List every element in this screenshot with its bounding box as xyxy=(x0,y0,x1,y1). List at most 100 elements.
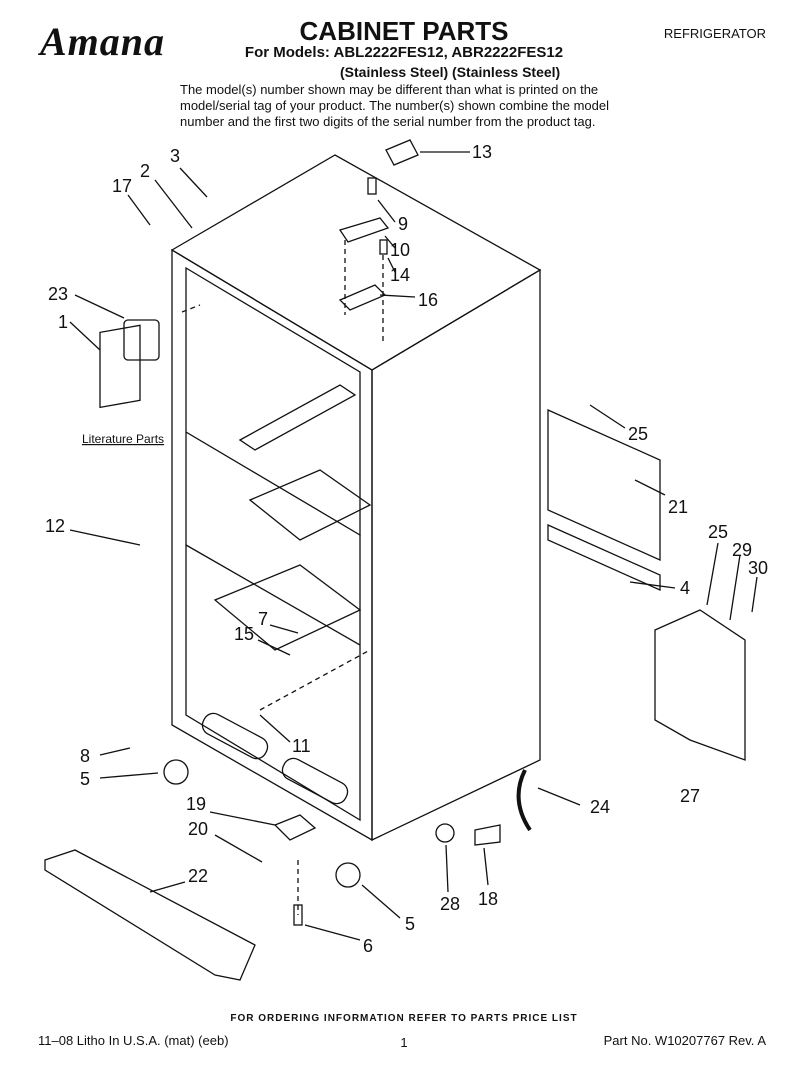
callout-5a: 5 xyxy=(80,769,90,789)
callout-1: 1 xyxy=(58,312,68,332)
leader-17 xyxy=(127,194,151,226)
leader-15 xyxy=(257,639,291,656)
fresh-food-opening xyxy=(185,266,361,537)
leader-14 xyxy=(387,257,396,273)
leader-3 xyxy=(179,167,208,198)
callout-10: 10 xyxy=(390,240,410,260)
clip xyxy=(474,824,501,846)
part-number: Part No. W10207767 Rev. A xyxy=(603,1033,766,1048)
leveling-leg xyxy=(293,904,303,926)
brand-logo: Amana xyxy=(40,19,166,64)
callout-17: 17 xyxy=(112,176,132,196)
cabinet-side xyxy=(371,268,541,842)
control-box xyxy=(654,609,746,761)
leader-25b xyxy=(706,542,719,606)
drain-tube xyxy=(516,769,532,832)
grommet xyxy=(435,823,455,843)
callout-7: 7 xyxy=(258,609,268,629)
hinge-bolt xyxy=(379,239,388,255)
print-info: 11–08 Litho In U.S.A. (mat) (eeb) xyxy=(38,1033,229,1048)
rear-strip xyxy=(547,523,661,592)
literature-parts-label: Literature Parts xyxy=(82,432,164,446)
callout-24: 24 xyxy=(590,797,610,817)
callout-30: 30 xyxy=(748,558,768,578)
leader-4 xyxy=(629,581,676,589)
leader-24 xyxy=(537,787,581,806)
leader-10 xyxy=(384,235,396,249)
callout-14: 14 xyxy=(390,265,410,285)
callout-20: 20 xyxy=(188,819,208,839)
leader-2 xyxy=(154,179,193,229)
category-label: REFRIGERATOR xyxy=(663,26,766,41)
control-module xyxy=(123,319,160,361)
hinge-screw xyxy=(367,177,377,195)
callout-28: 28 xyxy=(440,894,460,914)
assembly-line-4 xyxy=(259,649,371,711)
leader-18 xyxy=(483,847,489,886)
callout-2: 2 xyxy=(140,161,150,181)
finish-label: (Stainless Steel) (Stainless Steel) xyxy=(340,64,561,80)
rating-label xyxy=(385,139,419,166)
leader-16 xyxy=(379,294,416,298)
callout-15: 15 xyxy=(234,624,254,644)
bottom-vent-left xyxy=(201,712,269,760)
cabinet-front-frame xyxy=(171,248,373,842)
model-note: The model(s) number shown may be differe… xyxy=(180,82,609,129)
assembly-line-3 xyxy=(181,304,201,313)
fresh-food-floor xyxy=(248,469,372,541)
literature-booklet xyxy=(99,324,141,409)
leader-11 xyxy=(259,714,291,743)
callout-25b: 25 xyxy=(708,522,728,542)
callout-3: 3 xyxy=(170,146,180,166)
callout-4: 4 xyxy=(680,578,690,598)
callout-22: 22 xyxy=(188,866,208,886)
base-grille xyxy=(44,849,256,981)
hinge-cover xyxy=(338,217,390,243)
bottom-vent-right xyxy=(281,757,349,805)
leader-5b xyxy=(361,884,401,919)
leader-9 xyxy=(377,199,396,223)
callout-8: 8 xyxy=(80,746,90,766)
leader-20 xyxy=(214,834,263,863)
freezer-floor xyxy=(213,564,362,651)
cabinet-top xyxy=(170,154,542,371)
page-title: CABINET PARTS xyxy=(299,16,509,46)
callout-19: 19 xyxy=(186,794,206,814)
leader-6 xyxy=(304,924,361,941)
top-hinge xyxy=(338,284,387,311)
leader-19 xyxy=(209,811,276,826)
rear-roller xyxy=(335,862,361,888)
callout-18: 18 xyxy=(478,889,498,909)
freezer-opening xyxy=(185,543,361,822)
leveling-bracket xyxy=(273,814,317,841)
leader-29 xyxy=(729,554,741,621)
leader-5a xyxy=(99,772,159,779)
leader-28 xyxy=(445,844,449,893)
callout-21: 21 xyxy=(668,497,688,517)
leader-22 xyxy=(149,881,186,893)
callout-12: 12 xyxy=(45,516,65,536)
callout-27: 27 xyxy=(680,786,700,806)
callout-9: 9 xyxy=(398,214,408,234)
callout-23: 23 xyxy=(48,284,68,304)
leader-12 xyxy=(69,529,141,546)
callout-11: 11 xyxy=(292,736,311,756)
callout-25a: 25 xyxy=(628,424,648,444)
front-roller xyxy=(163,759,189,785)
callout-6: 6 xyxy=(363,936,373,956)
ordering-note: FOR ORDERING INFORMATION REFER TO PARTS … xyxy=(230,1013,578,1024)
callout-29: 29 xyxy=(732,540,752,560)
model-list: For Models: ABL2222FES12, ABR2222FES12 xyxy=(244,44,564,61)
callout-16: 16 xyxy=(418,290,438,310)
page-number: 1 xyxy=(400,1035,408,1050)
rear-access-panel xyxy=(547,408,661,562)
callout-13: 13 xyxy=(472,142,492,162)
leader-7 xyxy=(269,624,299,634)
leader-8 xyxy=(99,747,131,756)
leader-1 xyxy=(69,321,101,351)
leader-25a xyxy=(589,404,626,429)
leader-23 xyxy=(74,294,125,319)
rear-shelf xyxy=(238,384,357,451)
leader-21 xyxy=(634,479,666,496)
